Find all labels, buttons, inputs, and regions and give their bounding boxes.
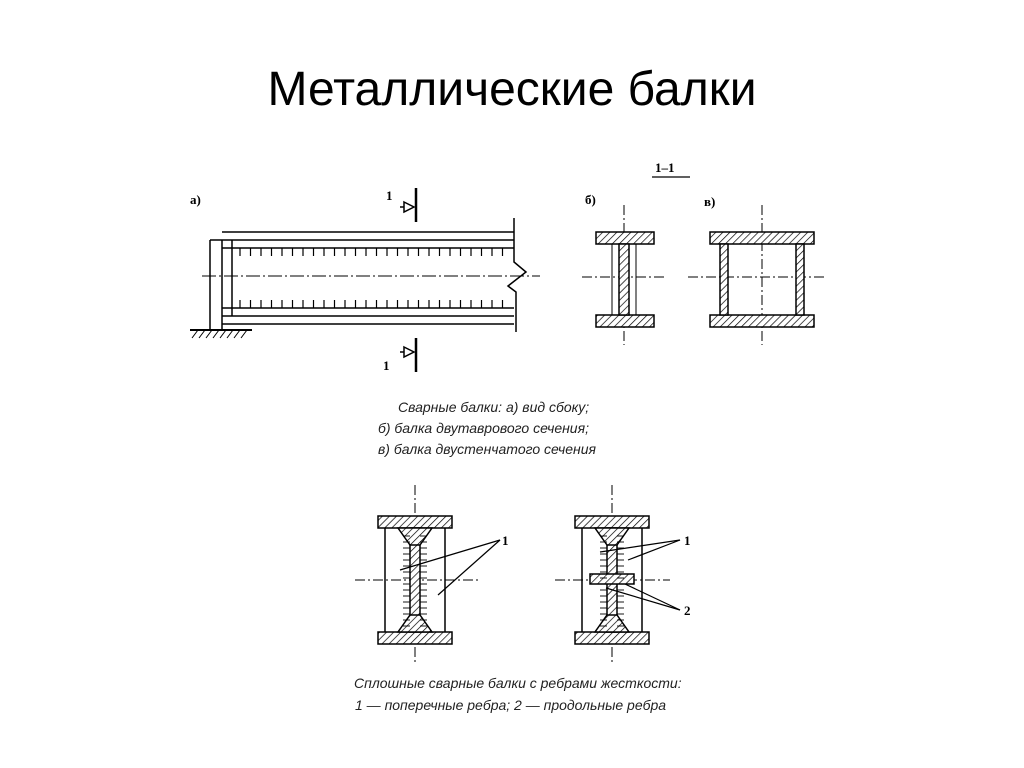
beam-longitudinal-stiffeners: [555, 485, 681, 665]
callout-1-right: 1: [684, 533, 691, 548]
caption2-line2: 1 — поперечные ребра; 2 — продольные реб…: [355, 697, 666, 713]
caption1-line1: Сварные балки: а) вид сбоку;: [398, 399, 589, 415]
caption1-line3: в) балка двустенчатого сечения: [378, 441, 597, 457]
callout-1-left: 1: [502, 533, 509, 548]
flange-weld-ticks-bottom: [239, 300, 504, 308]
callout-2-right: 2: [684, 603, 691, 618]
i-beam-section: [582, 205, 666, 345]
flange-weld-ticks-top: [239, 248, 504, 256]
web-ticks-right-beam: [600, 535, 624, 627]
label-a: а): [190, 192, 201, 207]
cut-label-top: 1: [386, 188, 393, 203]
web-ticks-left-beam: [403, 535, 427, 627]
beam-transverse-stiffeners: [355, 485, 501, 665]
section-label: 1–1: [655, 160, 675, 175]
caption1-line2: б) балка двутаврового сечения;: [378, 420, 589, 436]
slide-title: Металлические балки: [267, 63, 757, 116]
label-b: б): [585, 192, 596, 207]
side-view-drawing: [190, 188, 540, 372]
cut-label-bottom: 1: [383, 358, 390, 373]
box-beam-section: [688, 205, 826, 345]
label-v: в): [704, 194, 715, 209]
caption2-line1: Сплошные сварные балки с ребрами жесткос…: [354, 675, 682, 691]
